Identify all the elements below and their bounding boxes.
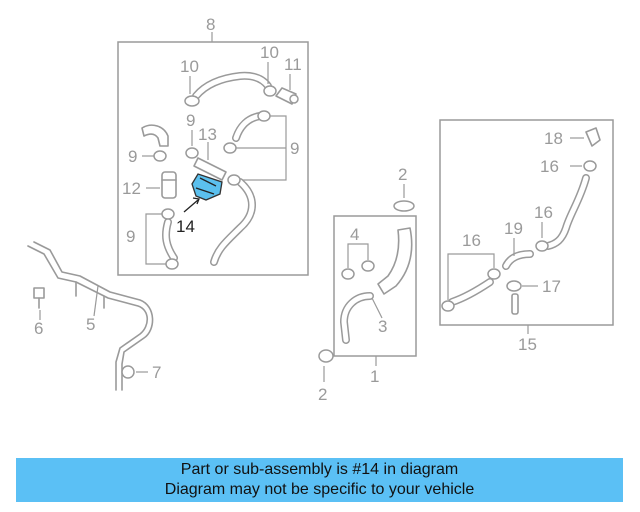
highlighted-part-14[interactable]: 14 xyxy=(176,173,223,236)
cap-2-top: 2 xyxy=(393,165,415,212)
callout-3: 3 xyxy=(378,317,387,336)
callout-2-bottom: 2 xyxy=(318,385,327,404)
callout-15: 15 xyxy=(518,335,537,354)
clamps-4: 4 xyxy=(341,225,375,280)
callout-7: 7 xyxy=(152,363,161,382)
pipe-assembly-5: 5 xyxy=(27,241,154,391)
callout-5: 5 xyxy=(86,315,95,334)
hose-19: 19 xyxy=(502,219,534,270)
callout-9-right: 9 xyxy=(290,139,299,158)
clamp-17: 17 xyxy=(506,277,561,315)
caption-line-1: Part or sub-assembly is #14 in diagram xyxy=(180,461,459,478)
callout-10-right: 10 xyxy=(260,43,279,62)
group-box-1: 1 4 3 xyxy=(333,215,417,386)
callout-13: 13 xyxy=(198,125,217,144)
pipe-13: 13 xyxy=(193,125,227,181)
bracket-9-right: 9 xyxy=(236,115,299,181)
callout-16-top: 16 xyxy=(540,157,559,176)
callout-9-left: 9 xyxy=(128,147,137,166)
hose-4 xyxy=(377,227,413,295)
callout-19: 19 xyxy=(504,219,523,238)
group-box-15: 15 18 16 16 19 xyxy=(439,119,614,354)
hose-lower-long xyxy=(210,174,256,266)
callout-16-left: 16 xyxy=(462,231,481,250)
callout-12: 12 xyxy=(122,179,141,198)
callout-16-right: 16 xyxy=(534,203,553,222)
caption-banner: Part or sub-assembly is #14 in diagram D… xyxy=(16,458,623,502)
clamp-10-left: 10 xyxy=(180,57,200,107)
cap-2-bottom: 2 xyxy=(318,349,334,404)
hose-upper xyxy=(192,71,272,100)
callout-4: 4 xyxy=(350,225,359,244)
callout-9-mid: 9 xyxy=(186,111,195,130)
callout-8: 8 xyxy=(206,15,215,34)
caption-line-2: Diagram may not be specific to your vehi… xyxy=(164,481,475,498)
fitting-18: 18 xyxy=(544,127,601,148)
callout-9-lower: 9 xyxy=(126,227,135,246)
callout-6: 6 xyxy=(34,319,43,338)
fitting-11: 11 xyxy=(275,55,302,105)
hose-right-long xyxy=(544,174,590,250)
hose-3: 3 xyxy=(340,292,387,344)
callout-10-left: 10 xyxy=(180,57,199,76)
clamp-9-mid: 9 xyxy=(185,111,199,159)
callout-14: 14 xyxy=(176,217,195,236)
clamp-10-right: 10 xyxy=(260,43,279,97)
callout-18: 18 xyxy=(544,129,563,148)
hose-16-left: 16 xyxy=(441,231,501,312)
bracket-9-lower: 9 xyxy=(126,213,166,265)
valve-12: 12 xyxy=(122,171,177,199)
clamp-9-left: 9 xyxy=(128,147,167,166)
callout-2-top: 2 xyxy=(398,165,407,184)
clamp-16-right: 16 xyxy=(534,203,553,252)
group-box-8: 8 10 10 11 xyxy=(117,15,309,276)
hose-right-middle xyxy=(223,110,271,154)
hose-left-upper xyxy=(141,124,169,147)
nut-7: 7 xyxy=(121,363,161,382)
callout-17: 17 xyxy=(542,277,561,296)
clamp-16-top: 16 xyxy=(540,157,597,176)
callout-1: 1 xyxy=(370,367,379,386)
callout-11: 11 xyxy=(284,55,302,74)
bolt-6: 6 xyxy=(33,287,45,338)
